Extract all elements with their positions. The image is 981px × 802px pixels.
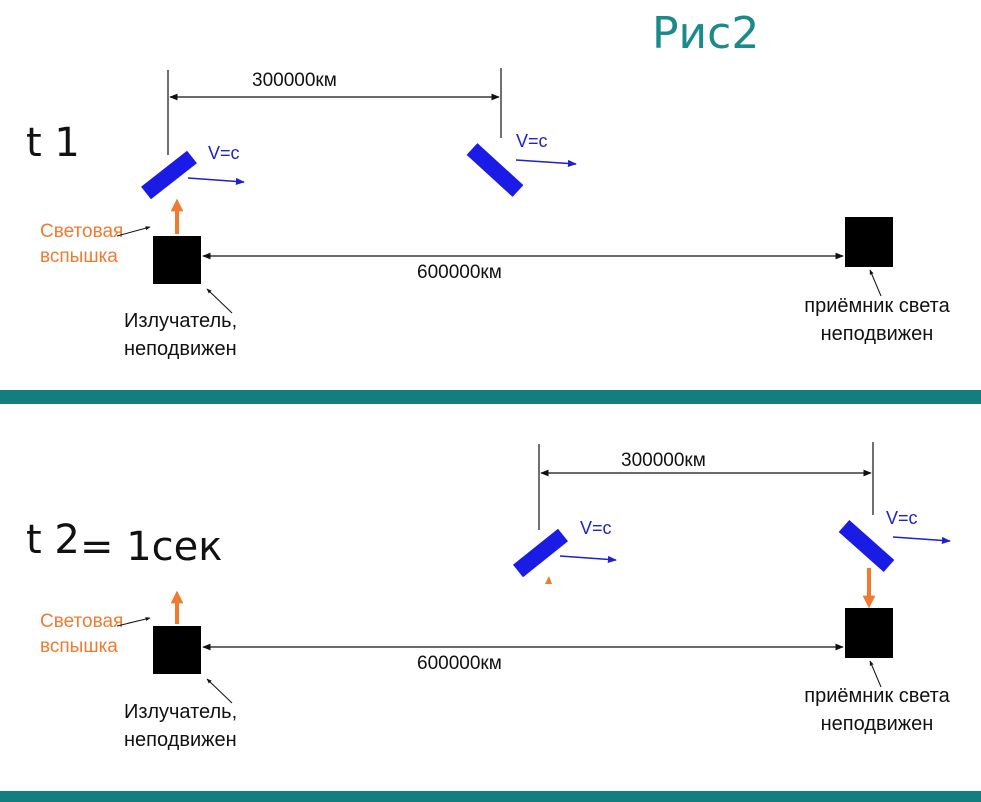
emitter-caption-line2: неподвижен xyxy=(124,338,237,360)
flash-label-t1: Световая вспышка xyxy=(40,219,123,269)
emitter-receiver-distance-label-t2: 600000км xyxy=(417,653,502,674)
flash-label-line2: вспышка xyxy=(40,636,118,657)
flash-label-line1: Световая xyxy=(40,221,124,242)
panel-divider-bottom xyxy=(0,791,981,802)
receiver-box-t2 xyxy=(845,608,893,658)
receiver-caption-t1: приёмник света неподвижен xyxy=(797,292,957,348)
velocity-label-left-t2: V=c xyxy=(580,518,612,538)
mirror-right-t1 xyxy=(466,143,524,197)
time-label-t1: t 1 xyxy=(26,120,80,166)
emitter-box-t1 xyxy=(153,236,201,284)
velocity-arrow-left-t2 xyxy=(559,555,617,564)
receiver-pointer-t1 xyxy=(869,269,882,297)
receiver-caption-line2: неподвижен xyxy=(820,713,934,735)
emitter-caption-t1: Излучатель, неподвижен xyxy=(124,307,237,363)
receiver-pointer-t2 xyxy=(869,660,882,688)
flash-pointer-t2 xyxy=(116,617,151,627)
velocity-arrow-right-t1 xyxy=(515,159,577,168)
receiver-caption-line2: неподвижен xyxy=(820,323,934,345)
velocity-label-right-t2: V=c xyxy=(886,508,918,528)
flash-label-line2: вспышка xyxy=(40,246,118,267)
mirror-distance-label-t1: 300000км xyxy=(252,70,337,91)
flash-label-t2: Световая вспышка xyxy=(40,609,123,659)
emitter-receiver-distance-label-t1: 600000км xyxy=(417,262,502,283)
mirror-left-t2 xyxy=(513,528,568,578)
emitter-caption-line1: Излучатель, xyxy=(124,310,238,332)
receiver-box-t1 xyxy=(845,217,893,267)
velocity-arrow-right-t2 xyxy=(892,536,951,545)
emitter-pointer-t1 xyxy=(206,288,233,314)
panel-divider-top xyxy=(0,390,981,404)
emitter-pointer-t2 xyxy=(206,678,233,704)
emitter-caption-line1: Излучатель, xyxy=(124,701,238,723)
receiver-caption-line1: приёмник света xyxy=(804,685,950,707)
emitter-caption-line2: неподвижен xyxy=(124,729,237,751)
figure-title: Рис2 xyxy=(652,8,760,59)
mirror-left-t1 xyxy=(141,150,197,200)
velocity-arrow-left-t1 xyxy=(187,177,245,186)
mirror-right-t2 xyxy=(838,520,895,572)
flash-label-line1: Световая xyxy=(40,611,124,632)
mirror-distance-label-t2: 300000км xyxy=(621,450,706,471)
receiver-caption-line1: приёмник света xyxy=(804,295,950,317)
emitter-caption-t2: Излучатель, неподвижен xyxy=(124,698,237,754)
flash-pointer-t1 xyxy=(116,226,151,237)
receiver-caption-t2: приёмник света неподвижен xyxy=(797,682,957,738)
flash-tick-t2 xyxy=(545,576,552,584)
time-label-t2: t 2 xyxy=(26,517,80,563)
time-equals-t2: = 1сек xyxy=(80,524,223,570)
velocity-label-right-t1: V=c xyxy=(516,131,548,151)
velocity-label-left-t1: V=c xyxy=(208,143,240,163)
emitter-box-t2 xyxy=(153,626,201,674)
